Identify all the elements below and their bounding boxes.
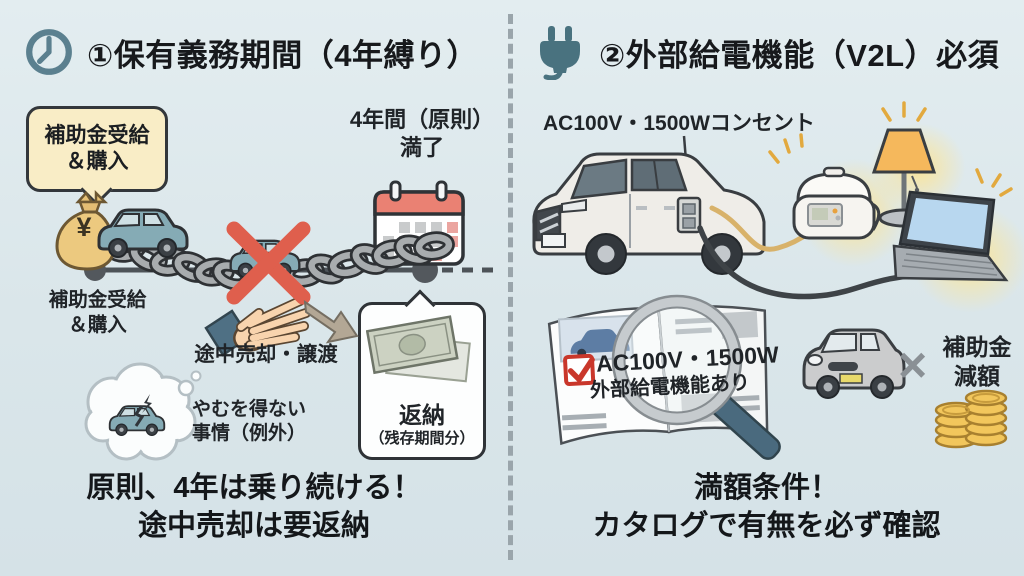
sparkle-rays-icon bbox=[768, 101, 1013, 197]
outlet-spec-label: AC100V・1500Wコンセント bbox=[543, 112, 815, 135]
rice-cooker-icon bbox=[792, 166, 881, 240]
small-car-icon bbox=[802, 328, 906, 399]
cooker-cable-icon bbox=[709, 205, 813, 252]
yen-symbol: ¥ bbox=[76, 212, 92, 242]
thought-bubble-icon bbox=[84, 362, 202, 461]
return-box: 返納 （残存期間分） bbox=[358, 302, 486, 460]
cross-mark: × bbox=[898, 337, 928, 393]
red-cross-icon bbox=[226, 221, 311, 305]
four-year-end-label: 4年間（原則） 満了 bbox=[349, 107, 495, 161]
arrow-icon bbox=[303, 299, 359, 344]
subsidy-reduction-label: 補助金 減額 bbox=[942, 334, 1012, 390]
right-illustration bbox=[532, 101, 1013, 460]
magnifier-icon bbox=[611, 294, 781, 460]
left-illustration bbox=[55, 180, 496, 461]
start-car-icon bbox=[97, 208, 189, 259]
banknotes-icon bbox=[366, 315, 471, 383]
broken-car-icon bbox=[108, 394, 166, 437]
right-panel-title: ②外部給電機能（V2L）必須 bbox=[599, 37, 1000, 73]
clock-icon bbox=[26, 29, 72, 75]
midterm-sale-label: 途中売却・譲渡 bbox=[194, 343, 338, 366]
left-panel-title: ①保有義務期間（4年縛り） bbox=[87, 37, 478, 73]
exception-label: やむを得ない 事情（例外） bbox=[192, 399, 307, 445]
power-cable-icon bbox=[697, 225, 939, 300]
v2l-outlet-icon bbox=[676, 196, 702, 234]
right-footer-message: 満額条件！ カタログで有無を必ず確認 bbox=[592, 472, 941, 542]
power-plug-icon bbox=[540, 26, 580, 80]
left-footer-message: 原則、4年は乗り続ける！ 途中売却は要返納 bbox=[86, 472, 422, 542]
coins-icon bbox=[934, 389, 1008, 449]
hand-icon bbox=[204, 296, 311, 357]
return-sub: （残存期間分） bbox=[369, 430, 475, 447]
money-bag-icon bbox=[55, 189, 116, 271]
right-header: ②外部給電機能（V2L）必須 bbox=[534, 24, 999, 80]
subsidy-purchase-bubble-text: 補助金受給 ＆購入 bbox=[44, 123, 150, 173]
left-header: ①保有義務期間（4年縛り） bbox=[24, 27, 478, 77]
laptop-icon bbox=[892, 190, 1009, 282]
panel-divider bbox=[508, 14, 513, 560]
checkbox-checked-icon bbox=[563, 353, 596, 387]
return-title: 返納 bbox=[399, 402, 445, 428]
subsidy-purchase-bubble: 補助金受給 ＆購入 bbox=[26, 106, 168, 192]
suv-icon bbox=[532, 135, 766, 275]
timeline-start-label: 補助金受給 ＆購入 bbox=[48, 289, 147, 336]
